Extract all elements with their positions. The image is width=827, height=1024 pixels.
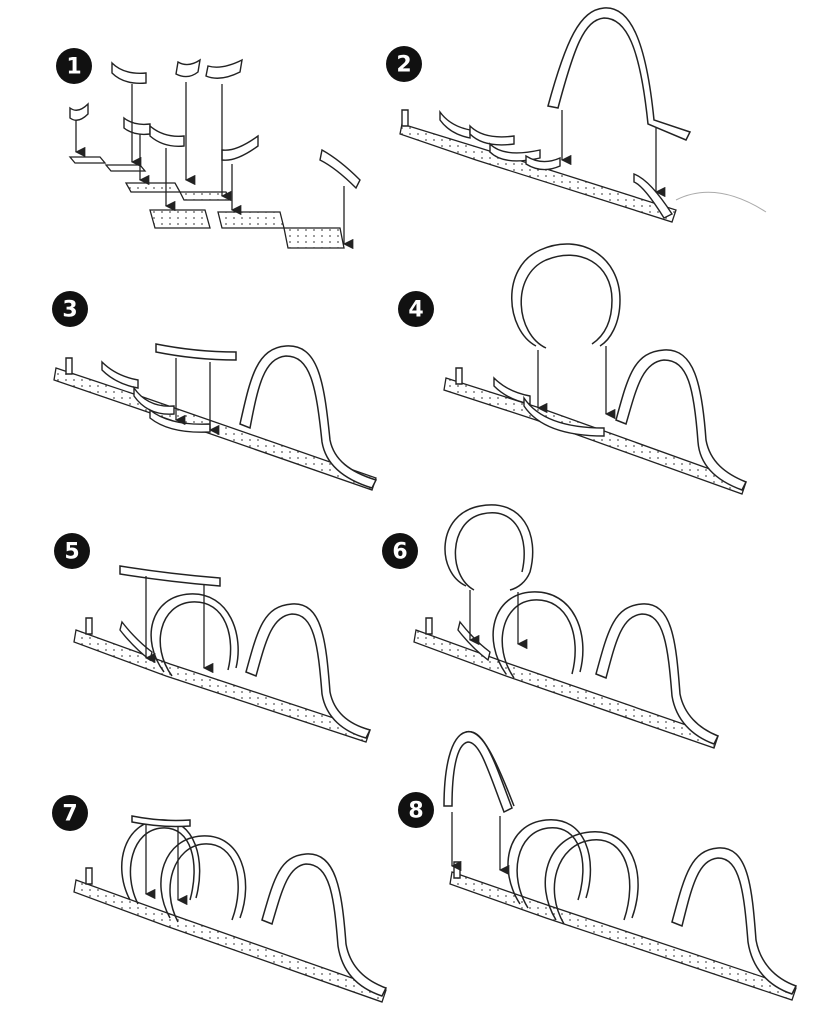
step-4-number: 4 — [408, 298, 423, 323]
step-7-base-track — [73, 879, 387, 1003]
step-8-hill — [671, 847, 798, 995]
step-6-loop — [492, 591, 584, 679]
step-7-loop-b — [160, 835, 247, 923]
step-5-number: 5 — [64, 540, 79, 565]
step-5: 5 — [54, 533, 372, 743]
step-5-supports — [85, 617, 153, 662]
step-3-straight-piece — [155, 343, 237, 361]
step-3-badge: 3 — [52, 291, 88, 327]
step-1-arrows — [74, 82, 354, 250]
step-6-number: 6 — [392, 540, 407, 565]
step-1: 1 — [56, 48, 361, 250]
step-4-badge: 4 — [398, 291, 434, 327]
step-5-loop — [150, 593, 239, 677]
step-4-arrows — [536, 346, 616, 420]
step-4-hill — [615, 349, 748, 491]
step-2-supports — [401, 109, 674, 219]
step-6-badge: 6 — [382, 533, 418, 569]
step-8-loop-b — [544, 831, 639, 925]
step-8-number: 8 — [408, 799, 423, 824]
step-6-arrows — [468, 590, 528, 650]
step-7-supports — [85, 867, 93, 885]
step-7-arrows — [144, 824, 188, 906]
step-5-arrows — [144, 576, 214, 674]
step-8-badge: 8 — [398, 792, 434, 828]
step-5-hill — [245, 603, 372, 739]
step-1-number: 1 — [66, 55, 81, 80]
step-7-badge: 7 — [52, 795, 88, 831]
step-8-supports — [453, 861, 461, 879]
step-6: 6 — [382, 504, 720, 749]
step-8-launch-ramp — [443, 731, 515, 814]
step-7-straight-piece — [131, 815, 191, 828]
step-7-number: 7 — [62, 802, 77, 827]
step-1-track-segments — [68, 156, 345, 249]
step-2-number: 2 — [396, 53, 411, 78]
step-2-base-track — [399, 123, 677, 223]
step-7-hill — [261, 853, 388, 997]
step-1-support-rails — [69, 58, 361, 190]
step-3-hill — [239, 345, 378, 489]
step-4-loop-piece — [511, 243, 621, 349]
step-8-arrows — [450, 812, 510, 876]
step-6-base-track — [413, 629, 719, 749]
step-2: 2 — [386, 7, 767, 223]
step-2-arrows — [560, 110, 666, 198]
step-8-loop-a — [507, 819, 592, 909]
step-2-badge: 2 — [386, 46, 422, 82]
step-3-number: 3 — [62, 298, 77, 323]
step-6-loop-piece — [444, 504, 534, 591]
step-5-straight-piece — [119, 565, 221, 587]
step-3-arrows — [174, 358, 220, 436]
step-2-arch-piece — [547, 7, 692, 141]
step-7: 7 — [52, 795, 388, 1003]
step-3: 3 — [52, 291, 378, 491]
step-4: 4 — [398, 243, 748, 495]
step-5-badge: 5 — [54, 533, 90, 569]
step-4-supports — [455, 367, 605, 437]
step-6-hill — [595, 603, 720, 745]
step-1-badge: 1 — [56, 48, 92, 84]
step-8: 8 — [398, 731, 798, 1001]
